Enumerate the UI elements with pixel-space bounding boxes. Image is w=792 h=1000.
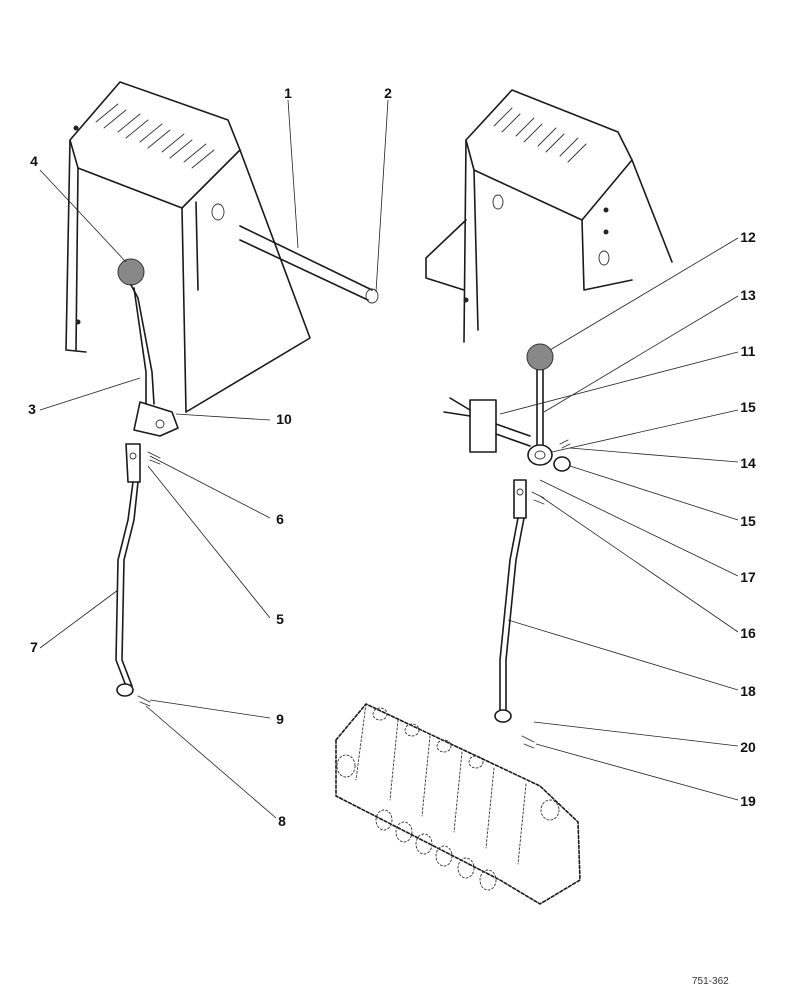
left-linkage-rod-7 [115,443,141,697]
right-knob [526,343,554,371]
right-lever-13 [536,369,544,446]
callout-10: 10 [276,411,292,427]
left-knob [117,258,145,286]
callout-3: 3 [28,401,36,417]
left-lever-3 [130,284,179,437]
callout-17: 17 [740,569,756,585]
callout-18: 18 [740,683,756,699]
right-control-tower [425,89,673,343]
callout-1: 1 [284,85,292,101]
callout-15-lower: 15 [740,513,756,529]
callout-13: 13 [740,287,756,303]
callout-20: 20 [740,739,756,755]
control-valve-block [335,703,581,905]
right-pivot-bracket [443,397,571,472]
callout-4: 4 [30,153,38,169]
right-pins [521,491,545,749]
figure-code: 751-362 [692,976,729,987]
callout-labels: 1 2 3 4 5 6 7 8 9 10 11 12 13 14 15 15 1… [28,85,756,829]
callout-16: 16 [740,625,756,641]
callout-12: 12 [740,229,756,245]
left-control-tower [65,81,311,413]
callout-5: 5 [276,611,284,627]
pivot-rod-1 [239,225,379,304]
callout-11: 11 [741,343,756,359]
right-linkage-rod-18 [494,479,527,723]
left-pins [137,451,161,707]
callout-7: 7 [30,639,38,655]
callout-6: 6 [276,511,284,527]
leader-lines [39,99,739,819]
callout-19: 19 [740,793,756,809]
callout-8: 8 [278,813,286,829]
callout-15-upper: 15 [740,399,756,415]
callout-9: 9 [276,711,284,727]
callout-14: 14 [740,455,756,471]
callout-2: 2 [384,85,392,101]
